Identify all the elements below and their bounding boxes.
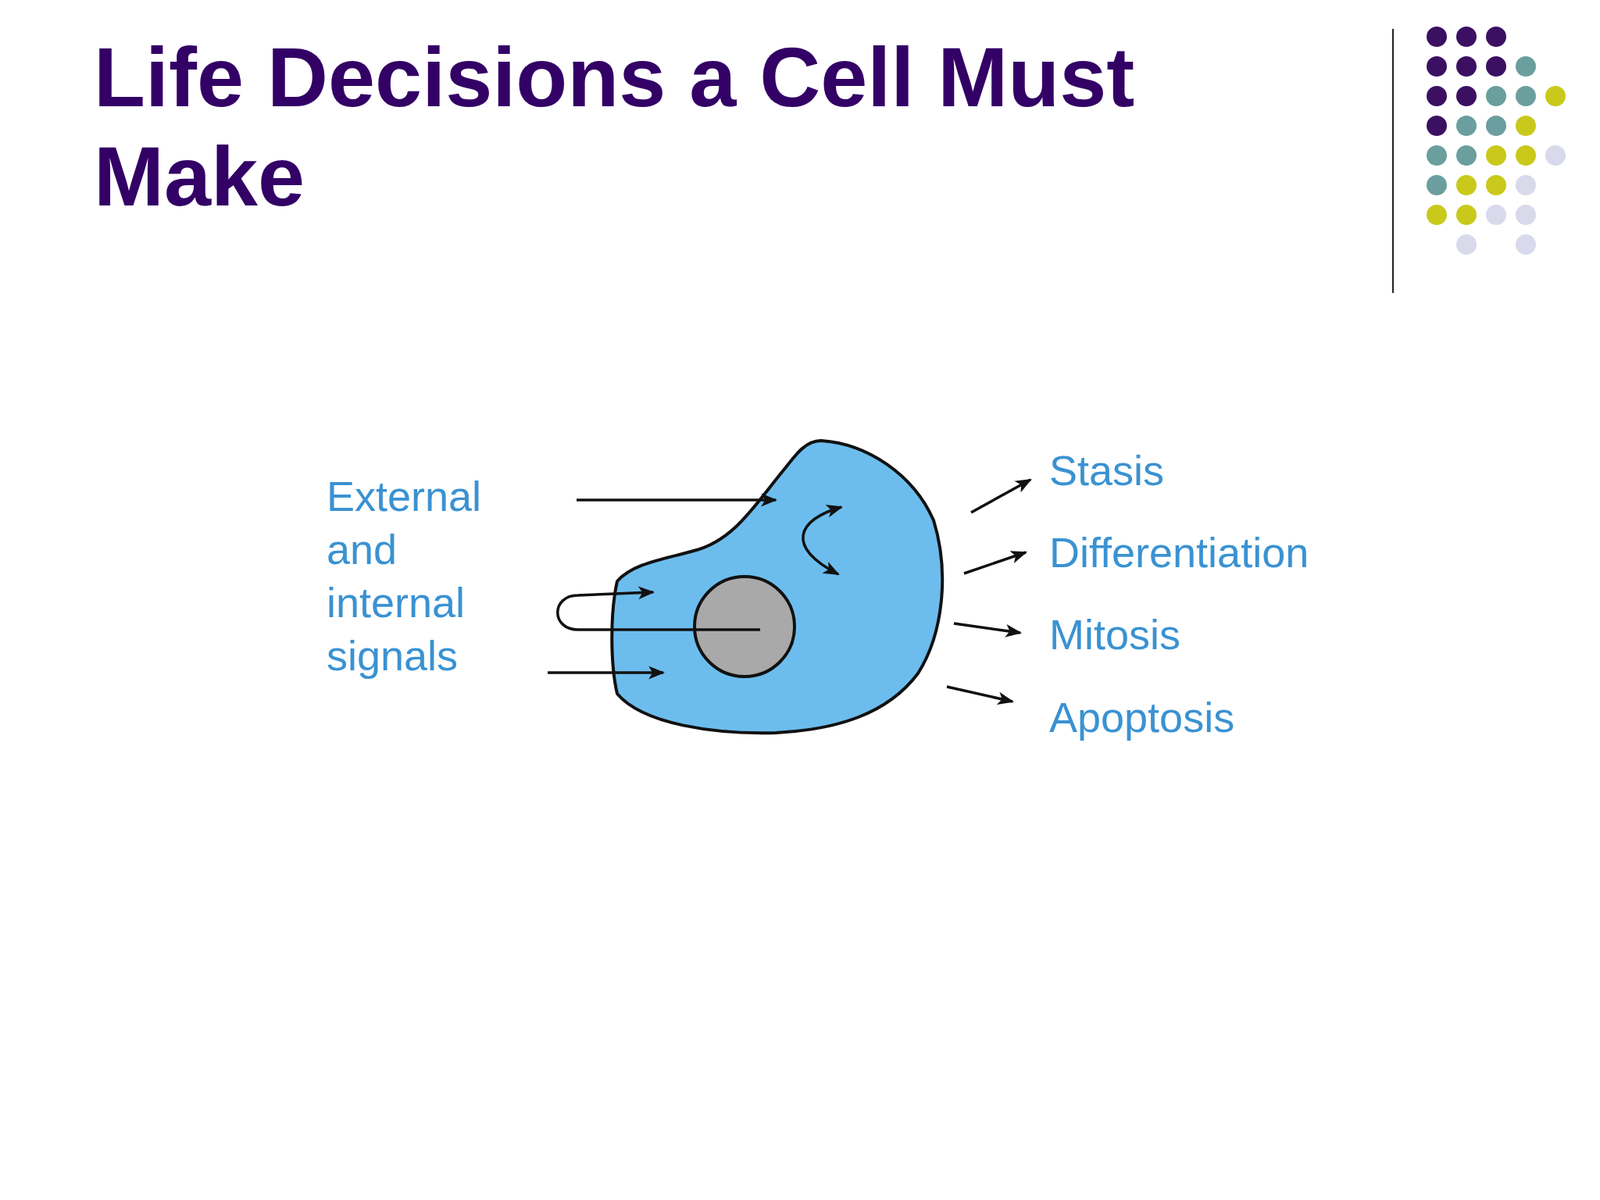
dot	[1485, 115, 1507, 136]
dot	[1515, 175, 1536, 196]
dot	[1515, 234, 1536, 255]
dot	[1515, 204, 1536, 225]
cell-figure	[611, 440, 943, 733]
dot	[1456, 204, 1477, 225]
input-label: External and internal signals	[326, 469, 499, 683]
dot	[1456, 26, 1477, 47]
internal-curved-arrow	[803, 507, 842, 575]
dot	[1515, 145, 1536, 166]
dot	[1456, 115, 1477, 136]
nucleus	[694, 576, 795, 677]
dot	[1426, 56, 1447, 77]
dot	[1545, 145, 1566, 166]
divider-line	[1392, 28, 1394, 293]
outcome-label: Stasis	[1049, 443, 1165, 497]
dot	[1456, 234, 1477, 255]
dot	[1545, 85, 1566, 107]
dot	[1456, 175, 1477, 196]
outcome-label: Differentiation	[1049, 525, 1309, 579]
cell-body	[611, 440, 943, 733]
dot	[1426, 85, 1447, 107]
signal-arrow	[547, 671, 664, 675]
dot	[1485, 175, 1507, 196]
dot	[1426, 145, 1447, 166]
outcome-arrow	[953, 623, 1021, 633]
slide-title: Life Decisions a Cell Must Make	[93, 27, 1266, 227]
outcome-arrow	[964, 552, 1026, 574]
dot	[1426, 175, 1447, 196]
outcome-arrow	[946, 686, 1013, 702]
dot	[1485, 85, 1507, 107]
dot	[1456, 145, 1477, 166]
dot	[1426, 115, 1447, 136]
outcome-arrow	[971, 479, 1031, 513]
dot-pattern	[1426, 26, 1566, 255]
outcome-label: Apoptosis	[1049, 690, 1235, 744]
signal-loop-arrow	[557, 592, 761, 630]
dot	[1485, 56, 1507, 77]
outcome-label: Mitosis	[1049, 607, 1181, 661]
dot	[1515, 56, 1536, 77]
outcome-arrows	[946, 479, 1031, 702]
dot	[1456, 56, 1477, 77]
dot	[1515, 115, 1536, 136]
dot	[1456, 85, 1477, 107]
dot	[1485, 204, 1507, 225]
dot	[1485, 26, 1507, 47]
dot	[1426, 204, 1447, 225]
signal-arrow	[576, 498, 776, 502]
signal-arrows	[547, 500, 842, 673]
dot	[1515, 85, 1536, 107]
dot	[1426, 26, 1447, 47]
dot	[1485, 145, 1507, 166]
